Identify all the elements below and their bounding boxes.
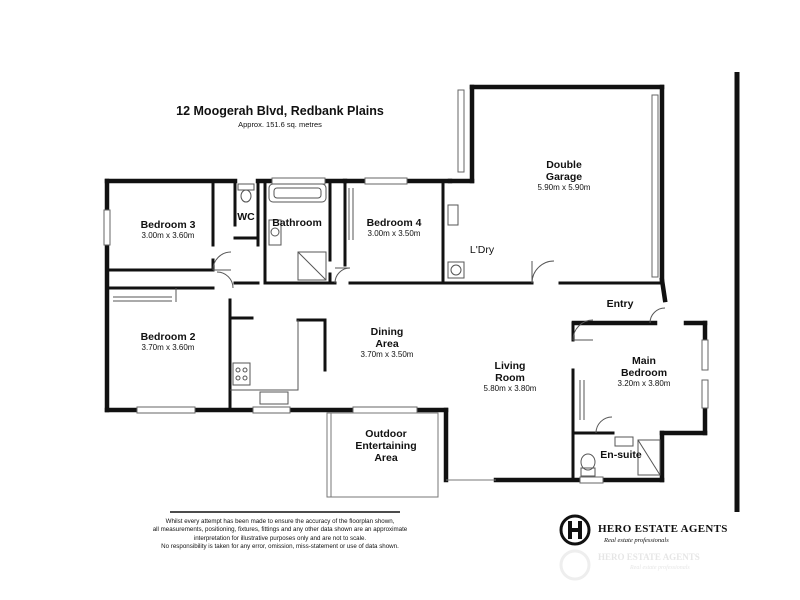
disclaimer-line: interpretation for illustrative purposes… (193, 534, 367, 542)
area-outdoor-entertaining: Outdoor Entertaining Area (341, 428, 431, 464)
room-bathroom: Bathroom (272, 217, 322, 229)
doors (212, 251, 666, 434)
windows (103, 177, 709, 484)
brand-logo-icon (559, 514, 591, 546)
room-name-line2: Area (375, 338, 399, 350)
room-dining-area: Dining Area 3.70m x 3.50m (347, 326, 427, 360)
room-wc: WC (237, 211, 255, 223)
room-dimensions: 3.00m x 3.50m (367, 229, 421, 238)
room-name-line1: Double (546, 159, 582, 171)
fixtures (113, 183, 661, 477)
room-name-line3: Area (374, 452, 398, 464)
outdoor-area-outline (326, 412, 496, 498)
brand-name: HERO ESTATE AGENTS (598, 523, 728, 535)
room-main-bedroom: Main Bedroom 3.20m x 3.80m (604, 355, 684, 389)
room-name-line2: Room (495, 372, 525, 384)
room-dimensions: 3.20m x 3.80m (617, 379, 671, 388)
brand-logo-ghost-icon (559, 549, 591, 581)
room-name-line1: Living (494, 360, 526, 372)
room-dimensions: 3.00m x 3.60m (141, 231, 195, 240)
room-name-line2: Bedroom (620, 367, 668, 379)
room-bedroom-4: Bedroom 4 3.00m x 3.50m (345, 217, 443, 239)
room-dimensions: 3.70m x 3.50m (360, 350, 414, 359)
room-name-line2: Garage (545, 171, 583, 183)
room-name: Bedroom 3 (140, 219, 196, 231)
room-ensuite: En-suite (600, 449, 642, 461)
brand-tagline: Real estate professionals (604, 537, 669, 544)
property-area: Approx. 151.6 sq. metres (238, 120, 322, 129)
room-name: Bedroom 2 (140, 331, 196, 343)
disclaimer: Whilst every attempt has been made to en… (130, 518, 430, 552)
brand-name-watermark: HERO ESTATE AGENTS (598, 552, 700, 562)
room-name-line1: Main (632, 355, 656, 367)
room-living-room: Living Room 5.80m x 3.80m (470, 360, 550, 394)
exterior-walls (104, 84, 708, 483)
room-bedroom-2: Bedroom 2 3.70m x 3.60m (128, 331, 208, 353)
room-name-line1: Outdoor (365, 428, 407, 440)
room-laundry: L'Dry (469, 244, 495, 256)
disclaimer-line: all measurements, positioning, fixtures,… (152, 526, 408, 534)
room-entry: Entry (606, 298, 634, 310)
room-dimensions: 3.70m x 3.60m (141, 343, 195, 352)
room-name: Bedroom 4 (366, 217, 422, 229)
room-dimensions: 5.90m x 5.90m (537, 183, 591, 192)
garage-doors (457, 89, 659, 278)
room-name-line2: Entertaining (355, 440, 417, 452)
property-address: 12 Moogerah Blvd, Redbank Plains (176, 104, 384, 118)
room-dimensions: 5.80m x 3.80m (483, 384, 537, 393)
room-double-garage: Double Garage 5.90m x 5.90m (514, 159, 614, 193)
room-name-line1: Dining (370, 326, 404, 338)
brand-tagline-watermark: Real estate professionals (630, 565, 690, 571)
disclaimer-line: No responsibility is taken for any error… (161, 543, 399, 551)
room-bedroom-3: Bedroom 3 3.00m x 3.60m (122, 219, 214, 241)
disclaimer-line: Whilst every attempt has been made to en… (165, 518, 395, 525)
